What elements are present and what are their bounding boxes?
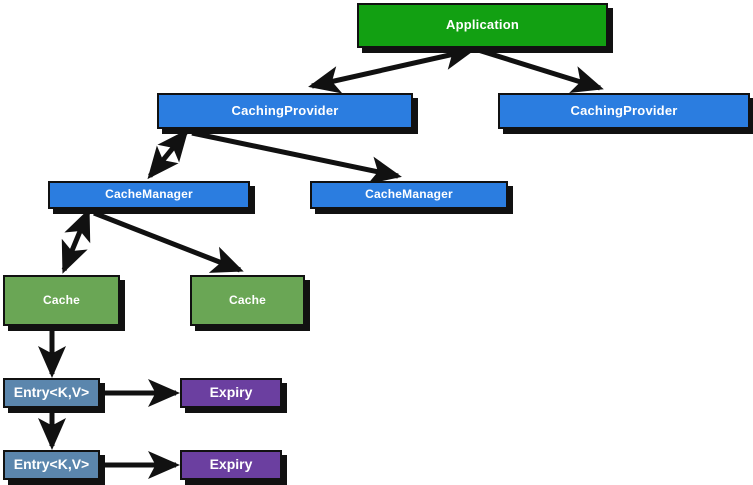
edge-manager-to-cache-left xyxy=(61,208,91,274)
node-caching-provider-right-label: CachingProvider xyxy=(570,102,678,118)
node-caching-provider-left[interactable]: CachingProvider xyxy=(157,93,413,129)
node-cache-right[interactable]: Cache xyxy=(190,275,305,326)
edge-app-to-provider-right xyxy=(477,47,604,94)
node-expiry-top[interactable]: Expiry xyxy=(180,378,282,408)
node-expiry-bottom-label: Expiry xyxy=(209,456,253,473)
node-cache-manager-right[interactable]: CacheManager xyxy=(310,181,508,209)
node-entry-top-label: Entry<K,V> xyxy=(13,384,90,401)
node-cache-left-label: Cache xyxy=(42,292,81,307)
edge-provider-to-manager-right xyxy=(191,130,402,184)
edge-manager-to-cache-right xyxy=(93,210,244,273)
node-cache-left[interactable]: Cache xyxy=(3,275,120,326)
node-entry-bottom-label: Entry<K,V> xyxy=(13,456,90,473)
node-cache-right-label: Cache xyxy=(228,292,267,307)
node-caching-provider-right[interactable]: CachingProvider xyxy=(498,93,750,129)
node-application[interactable]: Application xyxy=(357,3,608,48)
edge-app-to-provider-left xyxy=(308,42,476,94)
node-expiry-top-label: Expiry xyxy=(209,384,253,401)
node-entry-top[interactable]: Entry<K,V> xyxy=(3,378,100,408)
node-cache-manager-right-label: CacheManager xyxy=(365,187,453,202)
node-expiry-bottom[interactable]: Expiry xyxy=(180,450,282,480)
node-cache-manager-left-label: CacheManager xyxy=(105,187,193,202)
node-entry-bottom[interactable]: Entry<K,V> xyxy=(3,450,100,480)
node-cache-manager-left[interactable]: CacheManager xyxy=(48,181,250,209)
edge-provider-to-manager-left xyxy=(147,128,189,180)
node-application-label: Application xyxy=(446,17,519,33)
node-caching-provider-left-label: CachingProvider xyxy=(231,102,339,118)
